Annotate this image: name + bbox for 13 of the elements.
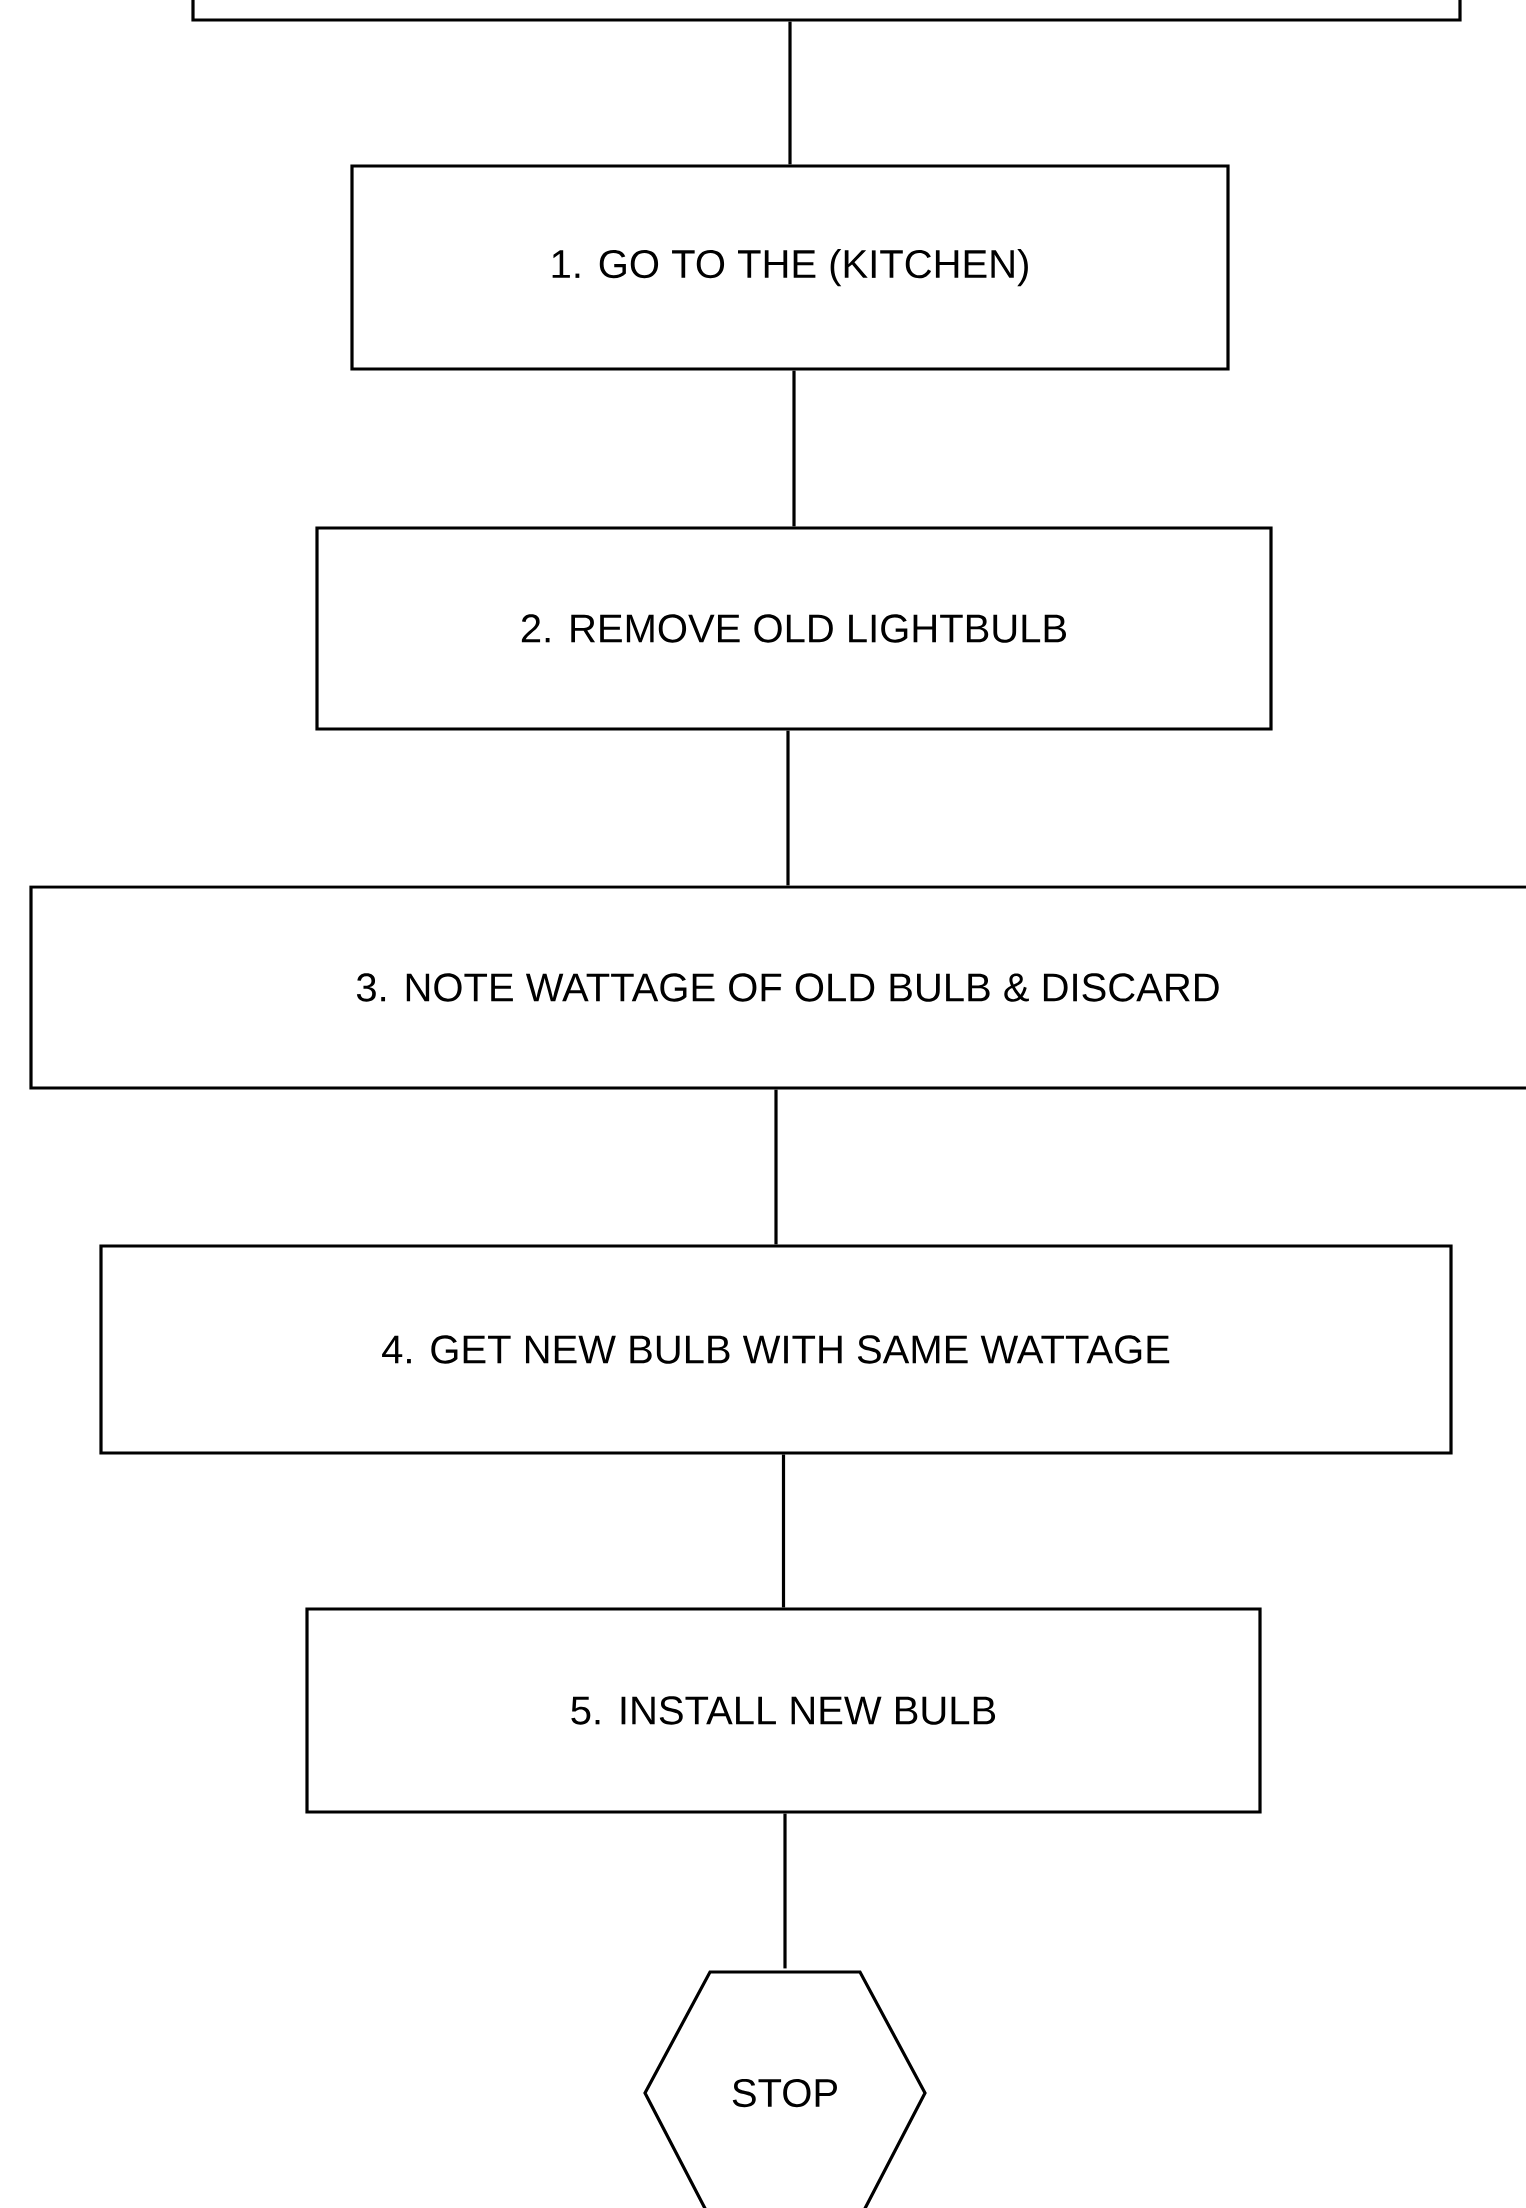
- connector-line: [786, 730, 790, 886]
- connector-line: [788, 21, 792, 165]
- process-box: 1. GO TO THE (KITCHEN): [350, 164, 1230, 371]
- process-box: 3. NOTE WATTAGE OF OLD BULB & DISCARD: [29, 885, 1526, 1090]
- connector-line: [774, 1089, 778, 1245]
- process-box: 5. INSTALL NEW BULB: [305, 1607, 1262, 1814]
- connector-line: [783, 1813, 787, 1969]
- process-box: 4. GET NEW BULB WITH SAME WATTAGE: [99, 1244, 1453, 1455]
- stop-hexagon: STOP: [643, 1970, 927, 2208]
- connector-line: [781, 1454, 786, 1608]
- connector-line: [792, 370, 796, 527]
- process-box: 2. REMOVE OLD LIGHTBULB: [315, 526, 1273, 731]
- partial-box: [191, 0, 1462, 22]
